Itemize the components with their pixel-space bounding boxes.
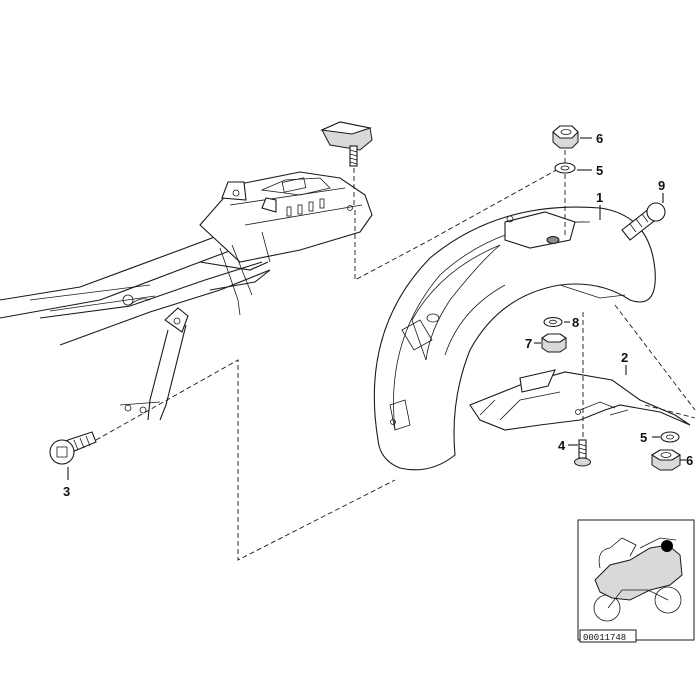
callout-9: 9 [658,178,665,193]
callout-6-bottom: 6 [686,453,693,468]
callout-7: 7 [525,336,532,351]
frame-bolt [49,431,97,480]
callout-5-top: 5 [596,163,603,178]
callout-2: 2 [621,350,628,365]
washer-bottom [652,431,680,443]
location-marker [661,540,673,552]
seat-lock-knob [319,121,373,208]
motorcycle-silhouette-icon [593,537,683,622]
mount-line-lower [95,359,396,561]
fender-bolt [621,193,666,241]
fender-liner [469,369,696,431]
mount-line-upper [354,167,561,281]
callout-5-bottom: 5 [640,430,647,445]
rear-fender [373,206,656,471]
reference-code: 00011748 [583,633,626,643]
locator-thumbnail: 00011748 [577,519,695,643]
rear-frame [0,171,373,421]
callout-3: 3 [63,484,70,499]
lower-washer [543,316,570,328]
callout-8: 8 [572,315,579,330]
nut-top [552,125,592,149]
mount-line-right [614,304,696,411]
callout-4: 4 [558,438,566,453]
callout-1: 1 [596,190,603,205]
nut-bottom [650,449,686,471]
lower-nut [534,333,567,353]
liner-screw [568,439,591,467]
washer-top [554,162,592,174]
callout-6-top: 6 [596,131,603,146]
